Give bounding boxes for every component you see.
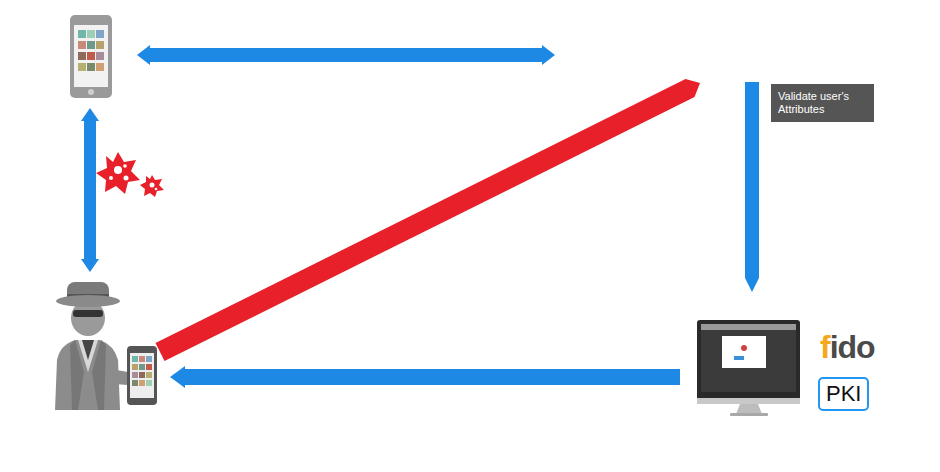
attack-arrow (156, 79, 701, 361)
pki-badge: PKI (818, 377, 869, 411)
phone-icon (70, 15, 112, 98)
node-text: PKI (826, 381, 861, 407)
attacker-figure (55, 282, 157, 410)
virus-icon (96, 152, 164, 197)
logo-text: fido (820, 330, 875, 364)
node-text: Validate user's Attributes (778, 90, 867, 116)
left-arrow (170, 366, 680, 388)
monitor-icon (697, 320, 800, 416)
note-box: Validate user's Attributes (771, 84, 874, 122)
double-arrow (137, 45, 555, 65)
double-arrow (81, 108, 99, 272)
down-arrow (745, 82, 759, 292)
